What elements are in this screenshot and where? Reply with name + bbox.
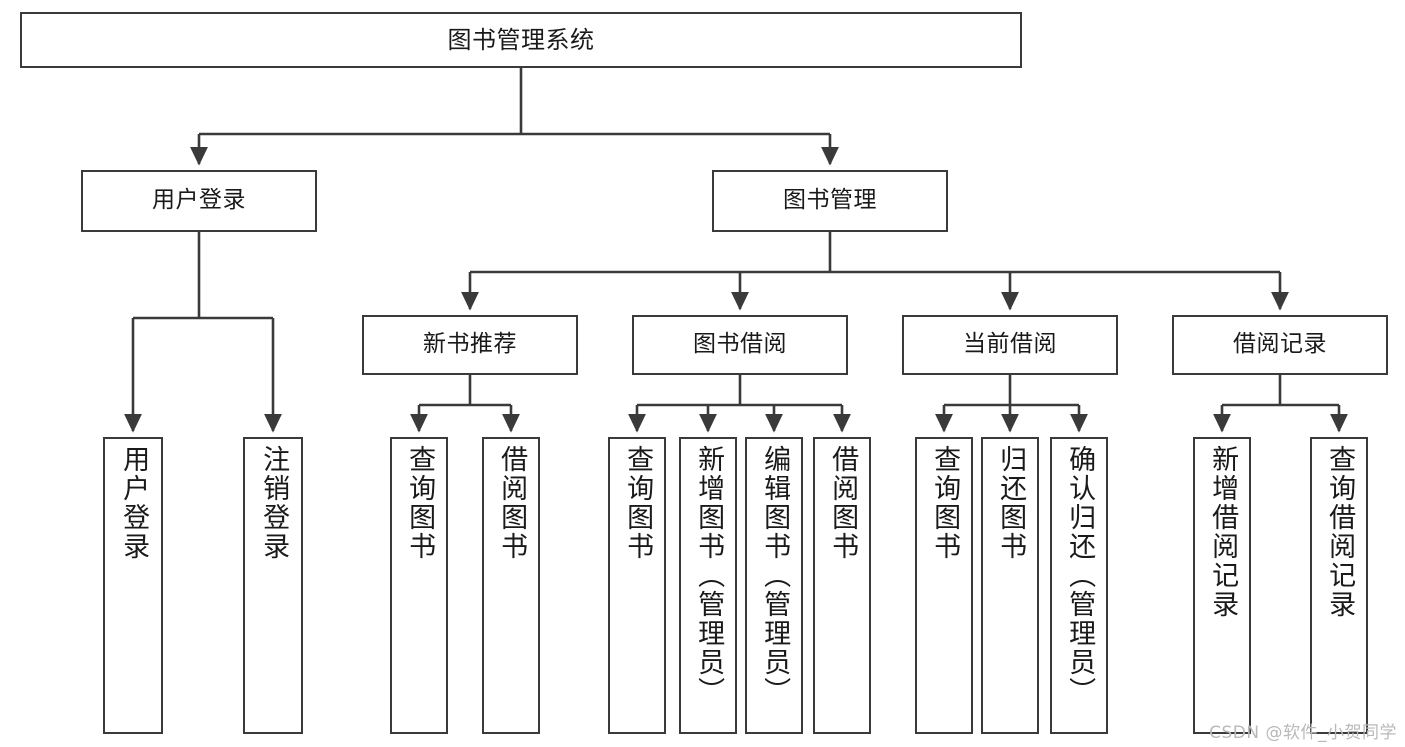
leaf-logout-label: 注销登录 [258,445,290,561]
leaf-borrow-book[interactable]: 借阅图书 [813,437,871,734]
node-root[interactable]: 图书管理系统 [20,12,1022,68]
watermark-text: CSDN @软件_小贺同学 [1209,723,1397,743]
leaf-borrow-book-recommend-label: 借阅图书 [496,445,528,561]
leaf-return-book[interactable]: 归还图书 [981,437,1039,734]
leaf-query-borrow-record[interactable]: 查询借阅记录 [1310,437,1368,734]
leaf-borrow-book-recommend[interactable]: 借阅图书 [482,437,540,734]
leaf-edit-book-admin[interactable]: 编辑图书（管理员） [745,437,803,734]
node-current-borrow-label: 当前借阅 [963,331,1057,358]
leaf-query-book-borrow-label: 查询图书 [622,445,654,561]
leaf-query-book-current[interactable]: 查询图书 [915,437,973,734]
leaf-add-borrow-record[interactable]: 新增借阅记录 [1193,437,1251,734]
node-current-borrow[interactable]: 当前借阅 [902,315,1118,375]
leaf-query-book-recommend[interactable]: 查询图书 [390,437,448,734]
node-user-login-label: 用户登录 [152,187,246,214]
leaf-query-borrow-record-label: 查询借阅记录 [1324,445,1356,619]
leaf-query-book-borrow[interactable]: 查询图书 [608,437,666,734]
node-new-book-recommend[interactable]: 新书推荐 [362,315,578,375]
node-borrow-record-label: 借阅记录 [1233,331,1327,358]
node-book-management-label: 图书管理 [783,187,877,214]
leaf-add-book-admin[interactable]: 新增图书（管理员） [679,437,737,734]
leaf-borrow-book-label: 借阅图书 [827,445,859,561]
node-user-login[interactable]: 用户登录 [81,170,317,232]
leaf-query-book-current-label: 查询图书 [929,445,961,561]
leaf-return-book-label: 归还图书 [995,445,1027,561]
leaf-confirm-return-admin-label: 确认归还（管理员） [1064,445,1096,706]
leaf-logout[interactable]: 注销登录 [243,437,303,734]
node-book-borrow[interactable]: 图书借阅 [632,315,848,375]
leaf-user-login-label: 用户登录 [118,445,150,561]
leaf-edit-book-admin-label: 编辑图书（管理员） [759,445,791,706]
leaf-add-book-admin-label: 新增图书（管理员） [693,445,725,706]
leaf-confirm-return-admin[interactable]: 确认归还（管理员） [1050,437,1108,734]
leaf-add-borrow-record-label: 新增借阅记录 [1207,445,1239,619]
node-new-book-recommend-label: 新书推荐 [423,331,517,358]
leaf-user-login[interactable]: 用户登录 [103,437,163,734]
node-book-management[interactable]: 图书管理 [712,170,948,232]
node-borrow-record[interactable]: 借阅记录 [1172,315,1388,375]
node-root-label: 图书管理系统 [447,25,595,54]
node-book-borrow-label: 图书借阅 [693,331,787,358]
leaf-query-book-recommend-label: 查询图书 [404,445,436,561]
